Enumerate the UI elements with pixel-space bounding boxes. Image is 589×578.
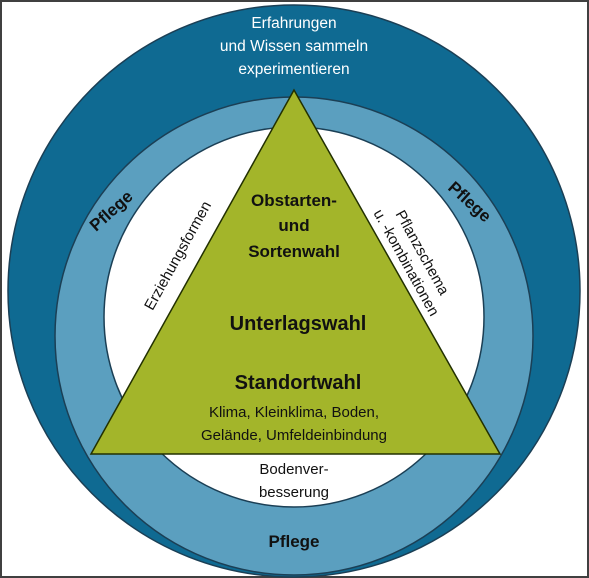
standortwahl-sub2: Gelände, Umfeldeinbindung [201, 427, 387, 444]
bodenverbesserung-line1: Bodenver- [259, 461, 328, 478]
unterlagswahl-label: Unterlagswahl [230, 313, 367, 335]
obstarten-line3: Sortenwahl [248, 242, 340, 261]
obstarten-line2: und [278, 216, 309, 235]
obstarten-line1: Obstarten- [251, 191, 337, 210]
outer-ring-line3: experimentieren [238, 61, 349, 78]
standortwahl-sub1: Klima, Kleinklima, Boden, [209, 404, 379, 421]
standortwahl-label: Standortwahl [235, 372, 362, 394]
outer-ring-line1: Erfahrungen [251, 15, 336, 32]
bodenverbesserung-line2: besserung [259, 484, 329, 501]
pflege-bottom-label: Pflege [268, 532, 319, 551]
triangle [89, 88, 502, 455]
outer-ring-line2: und Wissen sammeln [220, 38, 368, 55]
